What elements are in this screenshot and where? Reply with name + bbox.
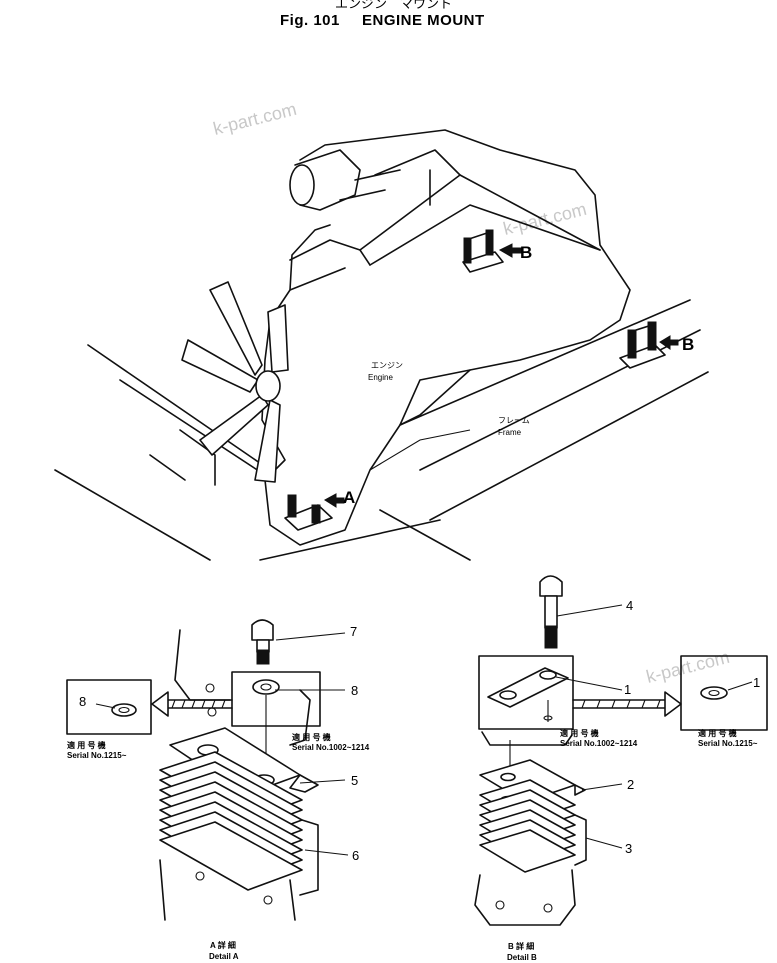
part-2: 2 [627,777,634,792]
frame-label: Frame [498,428,522,437]
detail-b-caption: Detail B [507,953,537,962]
mount-a [284,493,345,531]
detail-a-serial: Serial No.1002~1214 [292,743,370,752]
detail-a-alt-serial: Serial No.1215~ [67,751,127,760]
detail-b-alt-serial: Serial No.1215~ [698,739,758,748]
detail-b-alt-serial-jp: 適 用 号 機 [698,728,737,738]
detail-a-alt-serial-jp: 適 用 号 機 [67,740,106,750]
part-4: 4 [626,598,633,613]
title-japanese: エンジン マウント [335,0,452,12]
view-a-marker: A [343,488,355,507]
detail-b-serial: Serial No.1002~1214 [560,739,638,748]
view-b-marker-right: B [682,335,694,354]
watermark-3: k-part.com [644,647,731,687]
part-6: 6 [352,848,359,863]
view-b-marker-upper: B [520,243,532,262]
part-8: 8 [351,683,358,698]
engine-label-jp: エンジン [371,361,403,370]
detail-a-caption: Detail A [209,952,239,961]
detail-a-drawing [66,619,349,921]
part-3: 3 [625,841,632,856]
engine-frame-assembly [54,129,709,561]
detail-a-caption-jp: A 詳 細 [210,940,236,950]
frame-label-jp: フレーム [498,416,530,425]
part-1-alt: 1 [753,675,760,690]
part-7: 7 [350,624,357,639]
part-5: 5 [351,773,358,788]
part-8-alt: 8 [79,694,86,709]
watermark-1: k-part.com [211,99,298,139]
part-1: 1 [624,682,631,697]
detail-b-serial-jp: 適 用 号 機 [560,728,599,738]
detail-a-serial-jp: 適 用 号 機 [292,732,331,742]
detail-b-drawing [474,575,768,926]
figure-title: ENGINE MOUNT [362,12,485,29]
mount-b-right [619,321,679,369]
engine-label: Engine [368,373,393,382]
detail-b-caption-jp: B 詳 細 [508,941,534,951]
mount-b-upper [462,229,523,273]
figure-number: Fig. 101 [280,12,340,29]
